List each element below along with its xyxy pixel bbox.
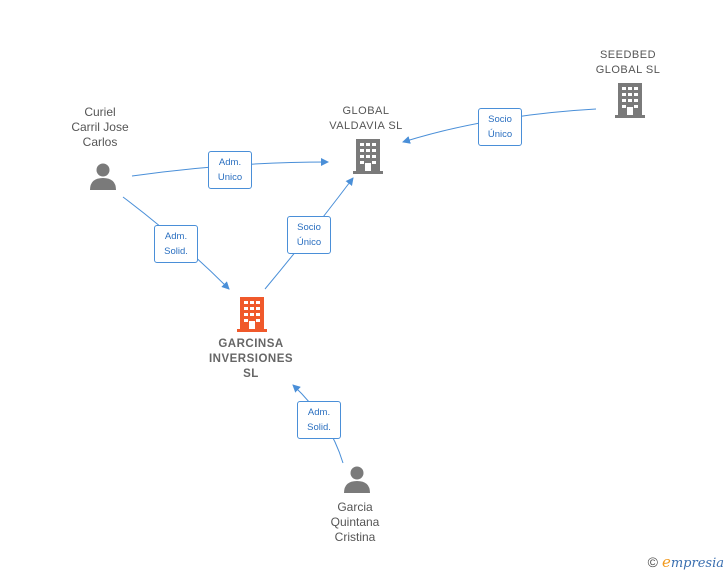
label-line: SL xyxy=(243,368,259,380)
brand-name: mpresia xyxy=(670,556,724,571)
person-icon[interactable] xyxy=(88,161,118,196)
label-line: GARCINSA xyxy=(218,338,284,350)
edge-label-line: Solid. xyxy=(164,246,188,257)
label-line: VALDAVIA SL xyxy=(329,120,403,132)
edge-label-line: Solid. xyxy=(307,422,331,433)
empresia-logo: ©empresia xyxy=(648,553,724,571)
brand-initial: e xyxy=(661,553,671,571)
building-icon[interactable] xyxy=(615,83,645,123)
label-line: Quintana xyxy=(330,515,380,529)
label-line: GLOBAL xyxy=(342,105,390,117)
edge-label-socio-unico[interactable]: Socio Único xyxy=(478,108,522,146)
edge-label-line: Adm. xyxy=(164,231,188,242)
label-line: Cristina xyxy=(334,530,376,544)
edge-label-line: Unico xyxy=(217,172,243,183)
edge-label-adm-solid[interactable]: Adm. Solid. xyxy=(154,225,198,263)
copyright-symbol: © xyxy=(647,554,658,570)
edge-label-line: Adm. xyxy=(307,407,331,418)
person-label-curiel[interactable]: Curiel Carril Jose Carlos xyxy=(50,105,150,150)
company-label-seedbed[interactable]: SEEDBED GLOBAL SL xyxy=(578,48,678,78)
person-label-garcia[interactable]: Garcia Quintana Cristina xyxy=(305,500,405,545)
edge-label-line: Único xyxy=(296,237,322,248)
person-icon[interactable] xyxy=(342,464,372,499)
label-line: GLOBAL SL xyxy=(595,64,661,76)
label-line: Carlos xyxy=(82,135,118,149)
edge-label-adm-solid[interactable]: Adm. Solid. xyxy=(297,401,341,439)
building-icon-focus[interactable] xyxy=(237,297,267,337)
label-line: Carril Jose xyxy=(71,120,129,134)
edge-label-line: Socio xyxy=(297,222,321,233)
label-line: Curiel xyxy=(84,105,116,119)
edge-label-socio-unico[interactable]: Socio Único xyxy=(287,216,331,254)
edge-label-line: Único xyxy=(487,129,513,140)
building-icon[interactable] xyxy=(353,139,383,179)
edge-label-line: Adm. xyxy=(218,157,242,168)
company-label-global-valdavia[interactable]: GLOBAL VALDAVIA SL xyxy=(316,104,416,134)
company-label-garcinsa[interactable]: GARCINSA INVERSIONES SL xyxy=(190,337,312,382)
label-line: SEEDBED xyxy=(599,49,657,61)
edge-label-line: Socio xyxy=(488,114,512,125)
edge-label-adm-unico[interactable]: Adm. Unico xyxy=(208,151,252,189)
label-line: INVERSIONES xyxy=(208,353,294,365)
label-line: Garcia xyxy=(337,500,373,514)
